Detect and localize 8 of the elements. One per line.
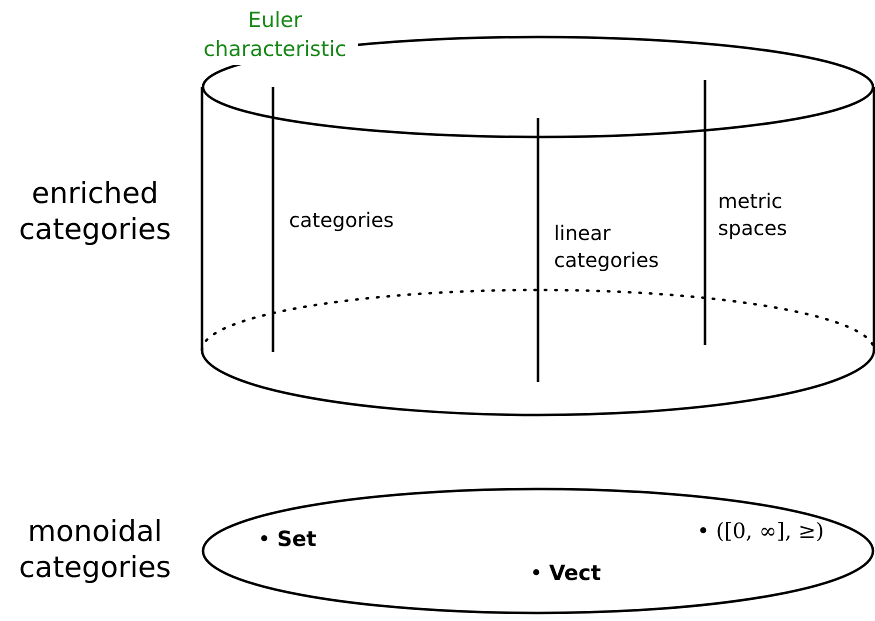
fibre-label: metric spaces	[718, 188, 788, 242]
fibre-label: linear categories	[554, 220, 660, 274]
fibre-label: categories	[289, 207, 395, 234]
side-label: monoidal categories	[18, 513, 172, 586]
point-label: • ([0, ∞], ≥)	[697, 519, 824, 543]
point-label: • Set	[258, 527, 316, 551]
point-label: • Vect	[530, 561, 601, 585]
side-label: enriched categories	[18, 175, 172, 248]
